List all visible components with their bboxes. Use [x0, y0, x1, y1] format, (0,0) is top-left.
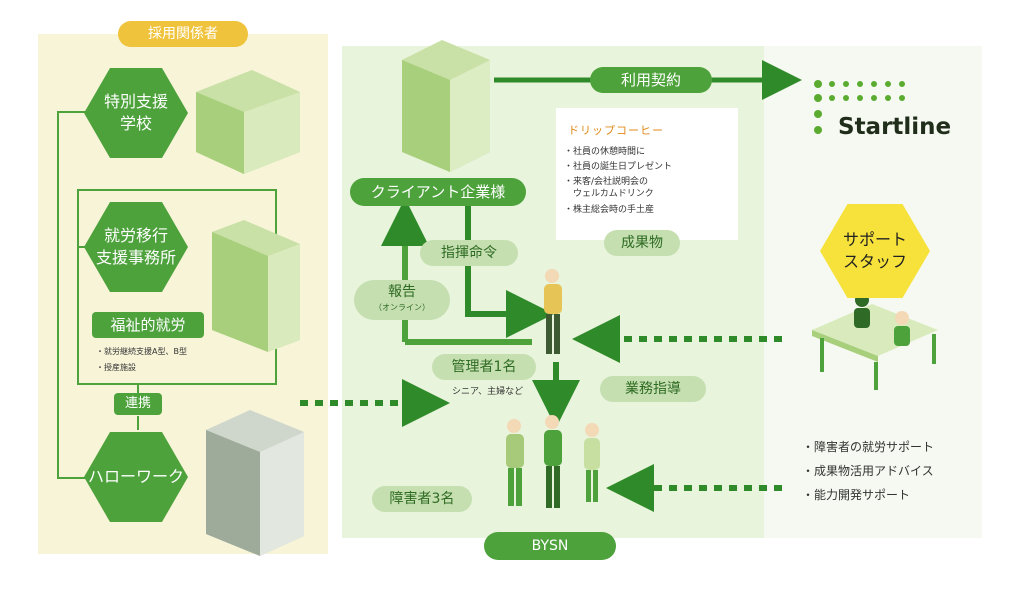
startline-logo-mark	[814, 80, 905, 134]
client-tower-illustration	[402, 40, 490, 172]
report-label-box: 報告 （オンライン）	[354, 280, 450, 320]
report-label: 報告	[388, 284, 416, 300]
transition-office-building-illustration	[212, 220, 300, 352]
welfare-employment-label: 福祉的就労	[92, 312, 204, 338]
report-note: （オンライン）	[374, 303, 430, 312]
deliverable-item-1: ・社員の休憩時間に	[564, 147, 646, 157]
client-company-label: クライアント企業様	[350, 178, 526, 206]
transition-office-hex: 就労移行 支援事務所	[84, 202, 188, 292]
deliverable-card-title: ドリップコーヒー	[568, 124, 664, 137]
support-item-3: ・能力開発サポート	[802, 488, 911, 502]
deliverable-item-3: ・来客/会社説明会の ウェルカムドリンク	[564, 177, 654, 199]
deliverable-card: ドリップコーヒー ・社員の休憩時間に ・社員の誕生日プレゼント ・来客/会社説明…	[556, 108, 738, 240]
manager-figure-illustration	[544, 269, 562, 354]
contract-label: 利用契約	[590, 67, 712, 93]
command-arrow	[465, 200, 554, 338]
deliverable-item-2: ・社員の誕生日プレゼント	[564, 162, 673, 172]
support-item-2: ・成果物活用アドバイス	[802, 464, 934, 478]
disabled-staff-label: 障害者3名	[372, 486, 472, 512]
command-label: 指揮命令	[420, 240, 518, 266]
hello-work-building-illustration	[206, 410, 304, 556]
business-guidance-label: 業務指導	[600, 376, 706, 402]
welfare-note-1: ・就労継続支援A型、B型	[96, 347, 187, 356]
deliverable-item-4: ・株主総会時の手土産	[564, 205, 655, 215]
welfare-note-2: ・授産施設	[96, 363, 136, 372]
support-desk-illustration	[812, 293, 938, 390]
school-building-illustration	[196, 70, 300, 174]
deliverable-label: 成果物	[604, 230, 680, 256]
manager-note: シニア、主婦など	[452, 387, 524, 397]
recruiter-connector-lines	[57, 111, 277, 479]
bysn-footer-label: BYSN	[484, 532, 616, 560]
staff-figures-illustration	[506, 415, 600, 508]
support-item-1: ・障害者の就労サポート	[802, 440, 935, 454]
startline-logo-text: Startline	[838, 114, 952, 140]
recruiters-header: 採用関係者	[118, 21, 248, 47]
cooperation-label: 連携	[114, 393, 162, 415]
manager-label: 管理者1名	[432, 354, 536, 380]
